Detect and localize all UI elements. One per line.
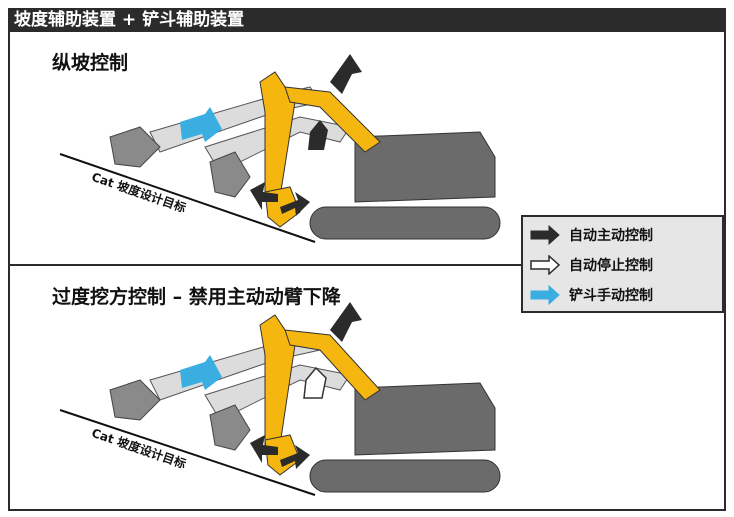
arrow-up-bottom — [330, 302, 362, 342]
arrow-down-top — [308, 120, 328, 150]
legend-item-auto-stop: 自动停止控制 — [529, 253, 653, 277]
blue-arrow-icon — [530, 285, 560, 305]
ghost-bucket-2 — [209, 151, 251, 198]
arrow-up-top — [330, 54, 362, 94]
ghost-bucket-2 — [209, 404, 251, 451]
excavator-scene-top — [10, 32, 510, 262]
legend-item-manual: 铲斗手动控制 — [529, 283, 653, 307]
excavator-track — [309, 459, 501, 493]
panel-divider — [8, 264, 726, 266]
blue-arrow-top — [180, 107, 222, 142]
excavator-diagram-bottom — [59, 302, 501, 496]
white-arrow-icon — [530, 255, 561, 275]
white-arrow-down-bottom — [303, 366, 327, 399]
black-arrow-icon — [530, 225, 560, 245]
bucket-arrow-left-bottom — [250, 435, 278, 463]
bucket-arrow-left-top — [250, 182, 278, 210]
bucket-arrow-right-top — [280, 192, 310, 216]
panel-bottom-title: 过度挖方控制 – 禁用主动动臂下降 — [52, 286, 341, 308]
ghost-bucket-1 — [109, 126, 161, 168]
bucket-arrow-right-bottom — [280, 445, 310, 469]
excavator-diagram-top — [59, 54, 501, 243]
excavator-scene-bottom — [10, 270, 510, 500]
ghost-bucket-1 — [109, 379, 161, 421]
excavator-stick — [284, 86, 381, 153]
excavator-stick — [284, 329, 381, 401]
excavator-cab — [354, 131, 496, 203]
slope-line — [59, 409, 316, 496]
excavator-bucket — [264, 434, 301, 476]
excavator-track — [309, 206, 501, 240]
slope-line — [59, 153, 316, 243]
legend-item-auto-active: 自动主动控制 — [529, 223, 653, 247]
panel-top-title: 纵坡控制 — [52, 52, 129, 74]
blue-arrow-bottom — [180, 355, 222, 390]
excavator-cab — [354, 382, 496, 456]
legend-box: 自动主动控制 自动停止控制 铲斗手动控制 — [521, 215, 724, 313]
header-title: 坡度辅助装置 + 铲斗辅助装置 — [8, 8, 726, 32]
